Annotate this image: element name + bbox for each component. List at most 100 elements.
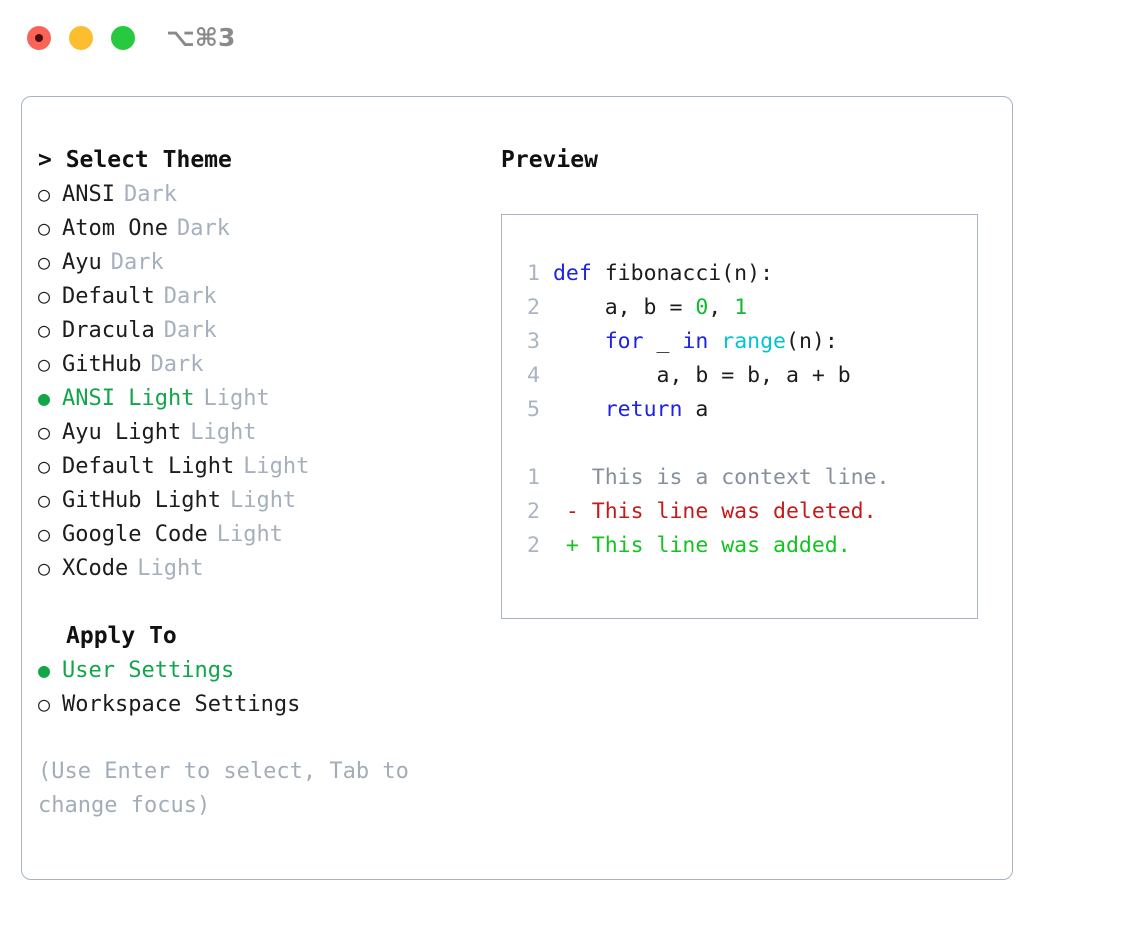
radio-unselected-icon[interactable]: ○	[38, 556, 51, 580]
radio-unselected-icon[interactable]: ○	[38, 522, 51, 546]
radio-unselected-icon[interactable]: ○	[38, 216, 51, 240]
diff-line: 1 This is a context line.	[520, 461, 971, 495]
theme-option-row[interactable]: ○ GitHub Light Light	[38, 483, 478, 517]
title-bar: ⌥⌘3	[0, 0, 1140, 78]
code-token: _	[643, 329, 683, 354]
preview-column: Preview 1 def fibonacci(n):2 a, b = 0, 1…	[501, 143, 991, 619]
theme-option-variant-tag: Dark	[150, 352, 204, 377]
apply-to-heading: Apply To	[66, 623, 177, 649]
theme-option-name: Google Code	[62, 522, 208, 547]
radio-unselected-icon[interactable]: ○	[38, 692, 51, 716]
maximize-button[interactable]	[111, 26, 135, 50]
theme-option-variant-tag: Dark	[176, 216, 230, 241]
code-token: fibonacci(n):	[591, 261, 774, 286]
minimize-button[interactable]	[69, 26, 93, 50]
theme-option-variant-tag: Dark	[163, 318, 217, 343]
theme-option-name: Default Light	[62, 454, 235, 479]
window-title: ⌥⌘3	[166, 23, 236, 52]
theme-option-name: Default	[62, 284, 155, 309]
theme-option-row[interactable]: ○ XCode Light	[38, 551, 478, 585]
apply-to-list: ● User Settings ○ Workspace Settings	[38, 653, 478, 721]
theme-option-name: ANSI	[62, 182, 115, 207]
code-token: def	[552, 261, 592, 286]
code-token: 1	[734, 295, 748, 320]
traffic-light-buttons	[27, 26, 135, 50]
code-token	[553, 397, 605, 422]
radio-unselected-icon[interactable]: ○	[38, 182, 51, 206]
diff-marker	[566, 465, 579, 490]
theme-option-name: Ayu Light	[62, 420, 182, 445]
apply-to-option-name: Workspace Settings	[62, 692, 301, 717]
select-theme-heading: > Select Theme	[38, 147, 232, 173]
theme-option-row[interactable]: ○ Default Light Light	[38, 449, 478, 483]
theme-option-variant-tag: Light	[190, 420, 257, 445]
theme-option-row[interactable]: ○ Ayu Dark	[38, 245, 478, 279]
code-line-number: 4	[527, 363, 540, 388]
code-line: 1 def fibonacci(n):	[520, 257, 971, 291]
apply-to-option-name: User Settings	[62, 658, 235, 683]
apply-to-option-row[interactable]: ● User Settings	[38, 653, 478, 687]
theme-option-variant-tag: Dark	[110, 250, 164, 275]
code-line-number: 5	[527, 397, 540, 422]
radio-selected-icon[interactable]: ●	[38, 386, 51, 410]
theme-option-variant-tag: Light	[243, 454, 310, 479]
theme-option-variant-tag: Dark	[123, 182, 177, 207]
theme-option-name: ANSI Light	[62, 386, 195, 411]
close-button[interactable]	[27, 26, 51, 50]
theme-option-row[interactable]: ○ ANSI Dark	[38, 177, 478, 211]
theme-option-row[interactable]: ○ Google Code Light	[38, 517, 478, 551]
code-token: a	[682, 397, 709, 422]
code-token	[553, 329, 605, 354]
theme-option-variant-tag: Light	[216, 522, 283, 547]
theme-option-name: XCode	[62, 556, 129, 581]
radio-unselected-icon[interactable]: ○	[38, 454, 51, 478]
code-token: ,	[708, 295, 735, 320]
preview-heading: Preview	[501, 147, 598, 173]
radio-selected-icon[interactable]: ●	[38, 658, 51, 682]
theme-option-name: Ayu	[62, 250, 102, 275]
theme-option-variant-tag: Light	[137, 556, 204, 581]
code-line: 5 return a	[520, 393, 971, 427]
apply-to-option-row[interactable]: ○ Workspace Settings	[38, 687, 478, 721]
diff-line: 2 - This line was deleted.	[520, 495, 971, 529]
code-token: in	[682, 329, 709, 354]
keyboard-hint-text: (Use Enter to select, Tab to change focu…	[38, 759, 423, 818]
radio-unselected-icon[interactable]: ○	[38, 318, 51, 342]
radio-unselected-icon[interactable]: ○	[38, 284, 51, 308]
code-token: a, b =	[552, 295, 696, 320]
radio-unselected-icon[interactable]: ○	[38, 488, 51, 512]
theme-option-name: GitHub Light	[62, 488, 221, 513]
code-token: range	[721, 329, 786, 354]
diff-marker: +	[565, 533, 579, 558]
diff-line-number: 2	[527, 499, 540, 524]
code-token: for	[604, 329, 644, 354]
theme-option-variant-tag: Light	[229, 488, 297, 513]
diff-text: This is a context line.	[578, 465, 890, 490]
radio-unselected-icon[interactable]: ○	[38, 250, 51, 274]
code-token: (n):	[786, 329, 838, 354]
theme-option-row[interactable]: ○ Atom One Dark	[38, 211, 478, 245]
code-token: return	[604, 397, 683, 422]
code-line-number: 1	[527, 261, 540, 286]
radio-unselected-icon[interactable]: ○	[38, 352, 51, 376]
radio-unselected-icon[interactable]: ○	[38, 420, 51, 444]
code-line-number: 2	[527, 295, 540, 320]
diff-text: This line was added.	[578, 533, 851, 558]
diff-line-number: 1	[527, 465, 540, 490]
diff-line-number: 2	[527, 533, 540, 558]
code-token: 0	[695, 295, 709, 320]
theme-option-name: Atom One	[62, 216, 168, 241]
code-line: 2 a, b = 0, 1	[520, 291, 971, 325]
theme-option-row[interactable]: ○ Ayu Light Light	[38, 415, 478, 449]
code-line: 3 for _ in range(n):	[520, 325, 971, 359]
code-token: a, b = b, a + b	[552, 363, 851, 388]
